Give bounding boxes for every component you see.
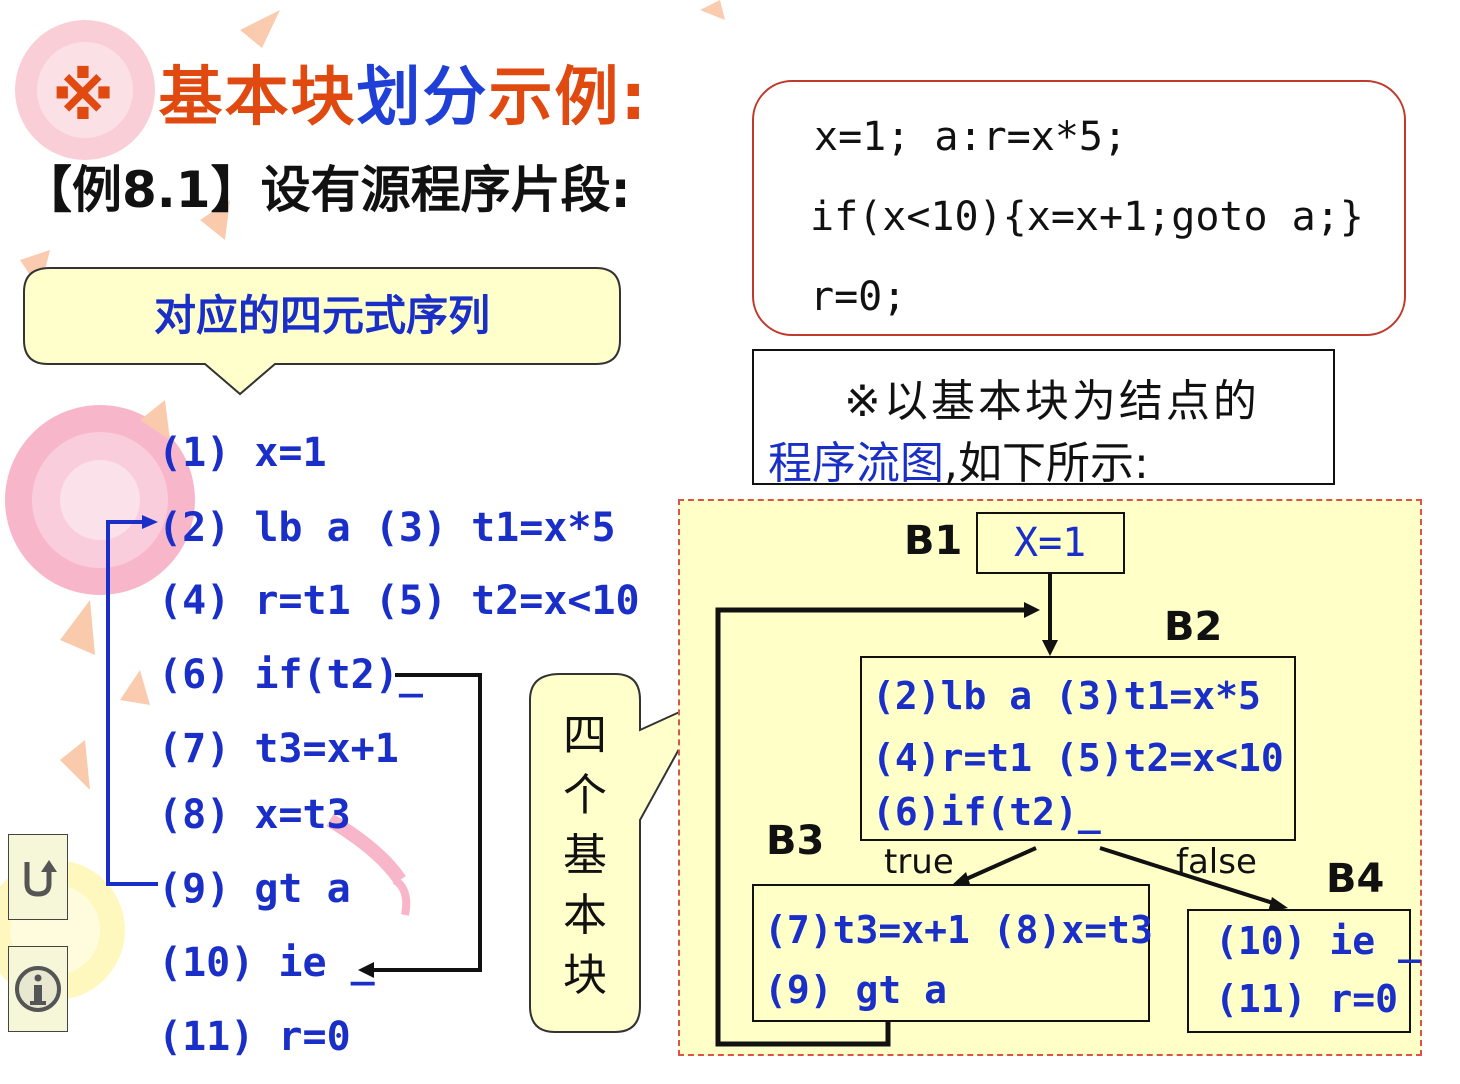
flow-graph-note: ※以基本块为结点的 程序流图,如下所示: [752,349,1335,489]
code-line-1: x=1; a:r=x*5; [814,114,1128,160]
block-b4: (10) ie _ (11) r=0 [1187,909,1421,1033]
block-b1-label: B1 [904,518,963,564]
quad-sequence-callout: 对应的四元式序列 [153,291,490,340]
note-flow-graph-term: 程序流图 [768,438,944,489]
info-icon [15,966,61,1012]
source-code-box: x=1; a:r=x*5; if(x<10){x=x+1;goto a;} r=… [752,80,1406,336]
note-line-1: ※以基本块为结点的 [844,376,1260,427]
block-b3-line: (7)t3=x+1 (8)x=t3 [764,908,1153,952]
code-line-3: r=0; [810,274,907,320]
block-b4-label: B4 [1326,856,1385,902]
edge-true-label: true [884,842,954,882]
title-part-3: 示例: [488,61,649,135]
four-blocks-char: 块 [563,950,607,1001]
quad-item-1: (1) x=1 [158,430,327,476]
block-b2-line: (6)if(t2)_ [872,790,1101,834]
quad-item-5: (7) t3=x+1 [158,726,399,772]
title-part-1: 基本块 [158,61,357,135]
block-b1-line: X=1 [1014,520,1087,566]
block-b2: (2)lb a (3)t1=x*5 (4)r=t1 (5)t2=x<10 (6)… [860,656,1296,841]
four-blocks-callout-shape [529,673,709,1033]
block-b2-label: B2 [1164,604,1223,650]
quad-item-9: (11) r=0 [158,1014,351,1060]
quad-item-7: (9) gt a [158,866,351,912]
title-mark: ※ [52,61,117,135]
four-blocks-label: 四 个 基 本 块 [530,706,640,1006]
block-b3-line: (9) gt a [764,968,948,1012]
four-blocks-char: 本 [563,890,607,941]
return-button[interactable] [8,834,68,920]
quad-item-8: (10) ie _ [158,940,375,986]
four-blocks-char: 四 [563,710,607,761]
four-blocks-char: 基 [563,830,607,881]
block-b3-label: B3 [766,818,825,864]
title-part-2: 划分 [356,61,489,135]
page-title: ※ 基本块划分示例: [52,46,648,138]
code-line-2: if(x<10){x=x+1;goto a;} [810,194,1364,240]
quad-item-6: (8) x=t3 [158,792,351,838]
quad-item-2: (2) lb a (3) t1=x*5 [158,505,616,551]
callout-shape [23,267,621,396]
block-b4-line: (10) ie _ [1215,919,1421,963]
info-button[interactable] [8,946,68,1032]
block-b2-line: (4)r=t1 (5)t2=x<10 [872,736,1284,780]
quad-item-4: (6) if(t2)_ [158,652,423,698]
edge-false-label: false [1176,842,1257,882]
jump-arrow [370,673,482,972]
return-icon [24,860,57,897]
block-b1: X=1 [976,512,1125,574]
note-line-2: 程序流图,如下所示: [768,427,1149,491]
block-b4-line: (11) r=0 [1215,977,1399,1021]
example-heading: 【例8.1】设有源程序片段: [22,161,631,219]
goto-loop-arrow [106,520,158,886]
block-b2-line: (2)lb a (3)t1=x*5 [872,674,1261,718]
quad-item-3: (4) r=t1 (5) t2=x<10 [158,578,640,624]
note-line-2-rest: ,如下所示: [944,438,1149,489]
block-b3: (7)t3=x+1 (8)x=t3 (9) gt a [752,884,1153,1022]
four-blocks-char: 个 [563,770,607,821]
